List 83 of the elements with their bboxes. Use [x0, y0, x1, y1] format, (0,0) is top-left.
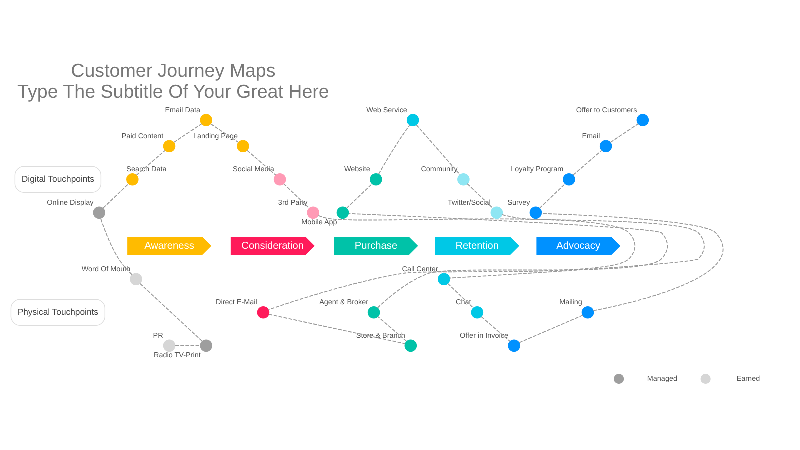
- connector: [283, 183, 310, 208]
- connector: [610, 123, 639, 143]
- node-circle: [257, 306, 270, 318]
- connector: [268, 214, 636, 310]
- node-label: Landing Page: [193, 130, 238, 140]
- node-circle: [307, 206, 320, 218]
- node-circle: [406, 114, 420, 126]
- connector: [541, 212, 724, 311]
- connector: [246, 150, 276, 176]
- connector: [100, 218, 133, 275]
- node-circle: [200, 114, 212, 126]
- node-label: Email: [582, 130, 600, 140]
- node-label: Direct E-Mail: [216, 297, 258, 306]
- node-circle: [237, 140, 250, 152]
- node-label: 3rd Party: [278, 197, 308, 206]
- node-label: Call Center: [402, 264, 438, 273]
- node-circle: [582, 306, 594, 318]
- legend-label: Managed: [647, 373, 678, 382]
- connector: [175, 344, 201, 346]
- node-circle: [530, 206, 542, 218]
- node-label: Store & Branch: [356, 330, 406, 340]
- node-circle: [336, 206, 350, 218]
- connector: [448, 282, 474, 308]
- legend-label: Earned: [736, 373, 760, 382]
- connector: [102, 183, 130, 208]
- node-label: Mailing: [560, 297, 582, 306]
- node-label: Twitter/Social: [448, 197, 491, 206]
- connector: [539, 183, 566, 208]
- node-circle: [490, 206, 504, 218]
- node-label: Offer in Invoice: [460, 330, 508, 340]
- node-circle: [600, 140, 612, 152]
- connector: [449, 214, 705, 278]
- node-label: Word Of Mouth: [82, 264, 131, 273]
- connector: [174, 123, 202, 143]
- node-label: Offer to Customers: [576, 104, 638, 114]
- connector: [210, 123, 240, 143]
- node-circle: [163, 339, 176, 352]
- connector: [378, 124, 410, 174]
- node-label: Chat: [456, 297, 472, 306]
- node-box: Digital Touchpoints: [14, 166, 102, 192]
- node-label: PR: [153, 330, 164, 340]
- connector: [518, 314, 584, 343]
- node-circle: [200, 339, 212, 352]
- node-label: Mobile App: [302, 216, 338, 226]
- node-label: Website: [344, 164, 370, 174]
- diagram-title: Customer Journey Maps: [71, 59, 276, 80]
- node-circle: [93, 206, 106, 218]
- node-circle: [563, 172, 576, 186]
- connector: [348, 212, 668, 308]
- node-label: Loyalty Program: [511, 164, 564, 174]
- connector: [481, 316, 511, 342]
- node-circle: [458, 172, 470, 186]
- connector: [140, 282, 203, 342]
- connector: [416, 124, 461, 175]
- node-circle: [508, 339, 520, 352]
- node-circle: [404, 339, 418, 352]
- node-label: Email Data: [165, 104, 201, 114]
- node-label: Radio TV-Print: [154, 350, 201, 359]
- node-circle: [368, 306, 380, 318]
- node-label: Online Display: [47, 197, 94, 206]
- connector: [136, 150, 166, 176]
- node-circle: [126, 172, 139, 186]
- node-circle: [274, 172, 286, 186]
- connector: [378, 316, 408, 342]
- node-label: Community: [421, 164, 458, 174]
- node-circle: [471, 306, 484, 318]
- node-circle: [438, 272, 450, 285]
- node-label: Web Service: [366, 104, 408, 114]
- connector: [268, 314, 406, 344]
- connector: [346, 183, 373, 208]
- connector: [467, 183, 494, 208]
- node-label: Search Data: [126, 164, 167, 174]
- connector: [572, 150, 602, 176]
- node-box: Physical Touchpoints: [10, 298, 106, 326]
- node-circle: [370, 172, 382, 186]
- node-label: Paid Content: [122, 130, 164, 140]
- node-circle: [130, 272, 142, 285]
- node-circle: [163, 140, 176, 152]
- node-label: Social Media: [233, 164, 274, 174]
- label: Type The Subtitle Of Your Great Here: [18, 80, 330, 102]
- node-label: Survey: [508, 197, 530, 206]
- node-circle: [636, 114, 650, 126]
- node-label: Agent & Broker: [320, 297, 369, 306]
